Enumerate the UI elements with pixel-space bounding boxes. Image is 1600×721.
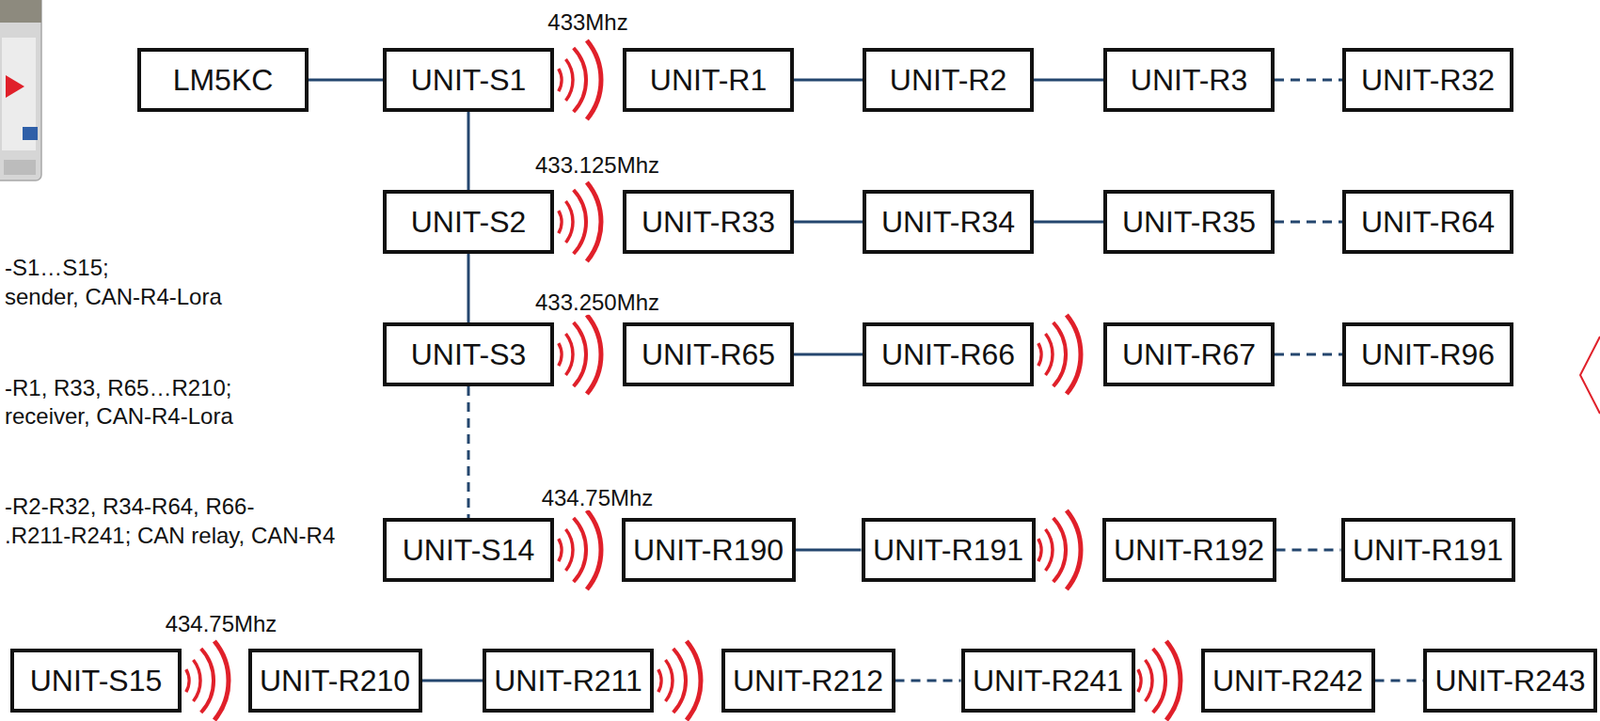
frequency-label: 433.250Mhz bbox=[533, 290, 662, 316]
unit-box: UNIT-R212 bbox=[721, 649, 896, 713]
note-text: -R1, R33, R65…R210; bbox=[2, 376, 234, 401]
unit-label: UNIT-R2 bbox=[889, 64, 1007, 96]
dashed-link bbox=[1274, 79, 1343, 82]
unit-box: UNIT-S3 bbox=[382, 322, 555, 387]
unit-label: UNIT-S15 bbox=[30, 665, 162, 697]
unit-label: UNIT-R190 bbox=[633, 535, 784, 566]
unit-label: UNIT-R192 bbox=[1113, 535, 1265, 566]
unit-label: UNIT-S14 bbox=[402, 535, 535, 566]
unit-box: UNIT-S2 bbox=[382, 190, 555, 254]
unit-box: UNIT-R190 bbox=[621, 518, 796, 583]
unit-label: UNIT-S3 bbox=[411, 339, 527, 370]
frequency-label: 433Mhz bbox=[545, 10, 630, 35]
note-text: .R211-R241; CAN relay, CAN-R4 bbox=[2, 523, 337, 549]
unit-label: UNIT-R210 bbox=[259, 665, 411, 697]
unit-label: UNIT-R33 bbox=[641, 206, 776, 238]
dashed-link bbox=[1375, 680, 1425, 683]
unit-box: UNIT-R32 bbox=[1342, 47, 1514, 112]
can-link bbox=[1033, 79, 1104, 82]
note-text: -R2-R32, R34-R64, R66- bbox=[2, 494, 256, 520]
unit-box: UNIT-R191 bbox=[861, 518, 1036, 583]
dashed-link bbox=[467, 386, 471, 519]
unit-label: UNIT-R211 bbox=[493, 665, 643, 697]
unit-box: UNIT-R3 bbox=[1103, 47, 1275, 112]
unit-box: UNIT-S14 bbox=[382, 518, 555, 583]
unit-label: UNIT-R241 bbox=[972, 665, 1124, 697]
can-link bbox=[422, 680, 484, 683]
unit-label: UNIT-S1 bbox=[411, 64, 527, 96]
radio-link-symbols bbox=[186, 40, 1181, 721]
can-link bbox=[467, 253, 471, 323]
unit-box: UNIT-R243 bbox=[1423, 649, 1598, 713]
unit-box: UNIT-R34 bbox=[862, 190, 1034, 254]
unit-label: UNIT-R1 bbox=[649, 64, 767, 96]
note-text: -S1…S15; bbox=[2, 255, 111, 281]
can-link bbox=[793, 79, 863, 82]
unit-label: UNIT-R212 bbox=[732, 665, 884, 697]
unit-label: UNIT-R66 bbox=[881, 339, 1015, 370]
unit-box: UNIT-R2 bbox=[862, 47, 1034, 112]
unit-label: UNIT-R242 bbox=[1212, 665, 1363, 697]
can-link bbox=[793, 353, 863, 357]
dashed-link bbox=[895, 680, 962, 683]
device-photo bbox=[0, 0, 42, 181]
unit-label: UNIT-R3 bbox=[1130, 64, 1248, 96]
unit-box: UNIT-R67 bbox=[1103, 322, 1275, 387]
unit-box: UNIT-R33 bbox=[622, 190, 794, 254]
unit-label: LM5KC bbox=[173, 64, 274, 96]
frequency-label: 434.75Mhz bbox=[539, 486, 656, 511]
can-link bbox=[795, 549, 862, 553]
unit-box: UNIT-S15 bbox=[10, 649, 182, 713]
can-link bbox=[308, 79, 383, 82]
can-link bbox=[793, 221, 863, 224]
edge-shape bbox=[1580, 336, 1600, 414]
dashed-link bbox=[1274, 353, 1343, 357]
unit-label: UNIT-R32 bbox=[1361, 64, 1495, 96]
unit-box: UNIT-R242 bbox=[1201, 649, 1376, 713]
unit-box: UNIT-R65 bbox=[622, 322, 794, 387]
unit-label: UNIT-S2 bbox=[411, 206, 527, 238]
unit-box: UNIT-R241 bbox=[961, 649, 1136, 713]
unit-box: UNIT-S1 bbox=[382, 47, 555, 112]
unit-label: UNIT-R35 bbox=[1122, 206, 1256, 238]
note-text: receiver, CAN-R4-Lora bbox=[2, 404, 236, 429]
frequency-label: 433.125Mhz bbox=[533, 153, 662, 178]
unit-box: UNIT-R35 bbox=[1103, 190, 1275, 254]
unit-label: UNIT-R64 bbox=[1361, 206, 1495, 238]
unit-box: UNIT-R66 bbox=[862, 322, 1034, 387]
unit-label: UNIT-R191 bbox=[1352, 535, 1504, 566]
unit-box: UNIT-R96 bbox=[1342, 322, 1514, 387]
note-text: sender, CAN-R4-Lora bbox=[2, 285, 224, 310]
unit-box: UNIT-R210 bbox=[248, 649, 423, 713]
controller-box: LM5KC bbox=[137, 47, 309, 112]
dashed-link bbox=[1276, 549, 1342, 553]
can-link bbox=[1033, 221, 1104, 224]
unit-box: UNIT-R191 bbox=[1341, 518, 1516, 583]
can-link bbox=[467, 111, 471, 191]
unit-box: UNIT-R211 bbox=[482, 649, 654, 713]
unit-label: UNIT-R243 bbox=[1434, 665, 1585, 697]
unit-label: UNIT-R191 bbox=[872, 535, 1024, 566]
unit-label: UNIT-R34 bbox=[881, 206, 1015, 238]
unit-label: UNIT-R67 bbox=[1122, 339, 1256, 370]
frequency-label: 434.75Mhz bbox=[163, 612, 280, 637]
dashed-link bbox=[1274, 221, 1343, 224]
unit-label: UNIT-R65 bbox=[641, 339, 776, 370]
unit-box: UNIT-R192 bbox=[1102, 518, 1277, 583]
unit-label: UNIT-R96 bbox=[1361, 339, 1495, 370]
unit-box: UNIT-R1 bbox=[622, 47, 794, 112]
unit-box: UNIT-R64 bbox=[1342, 190, 1514, 254]
